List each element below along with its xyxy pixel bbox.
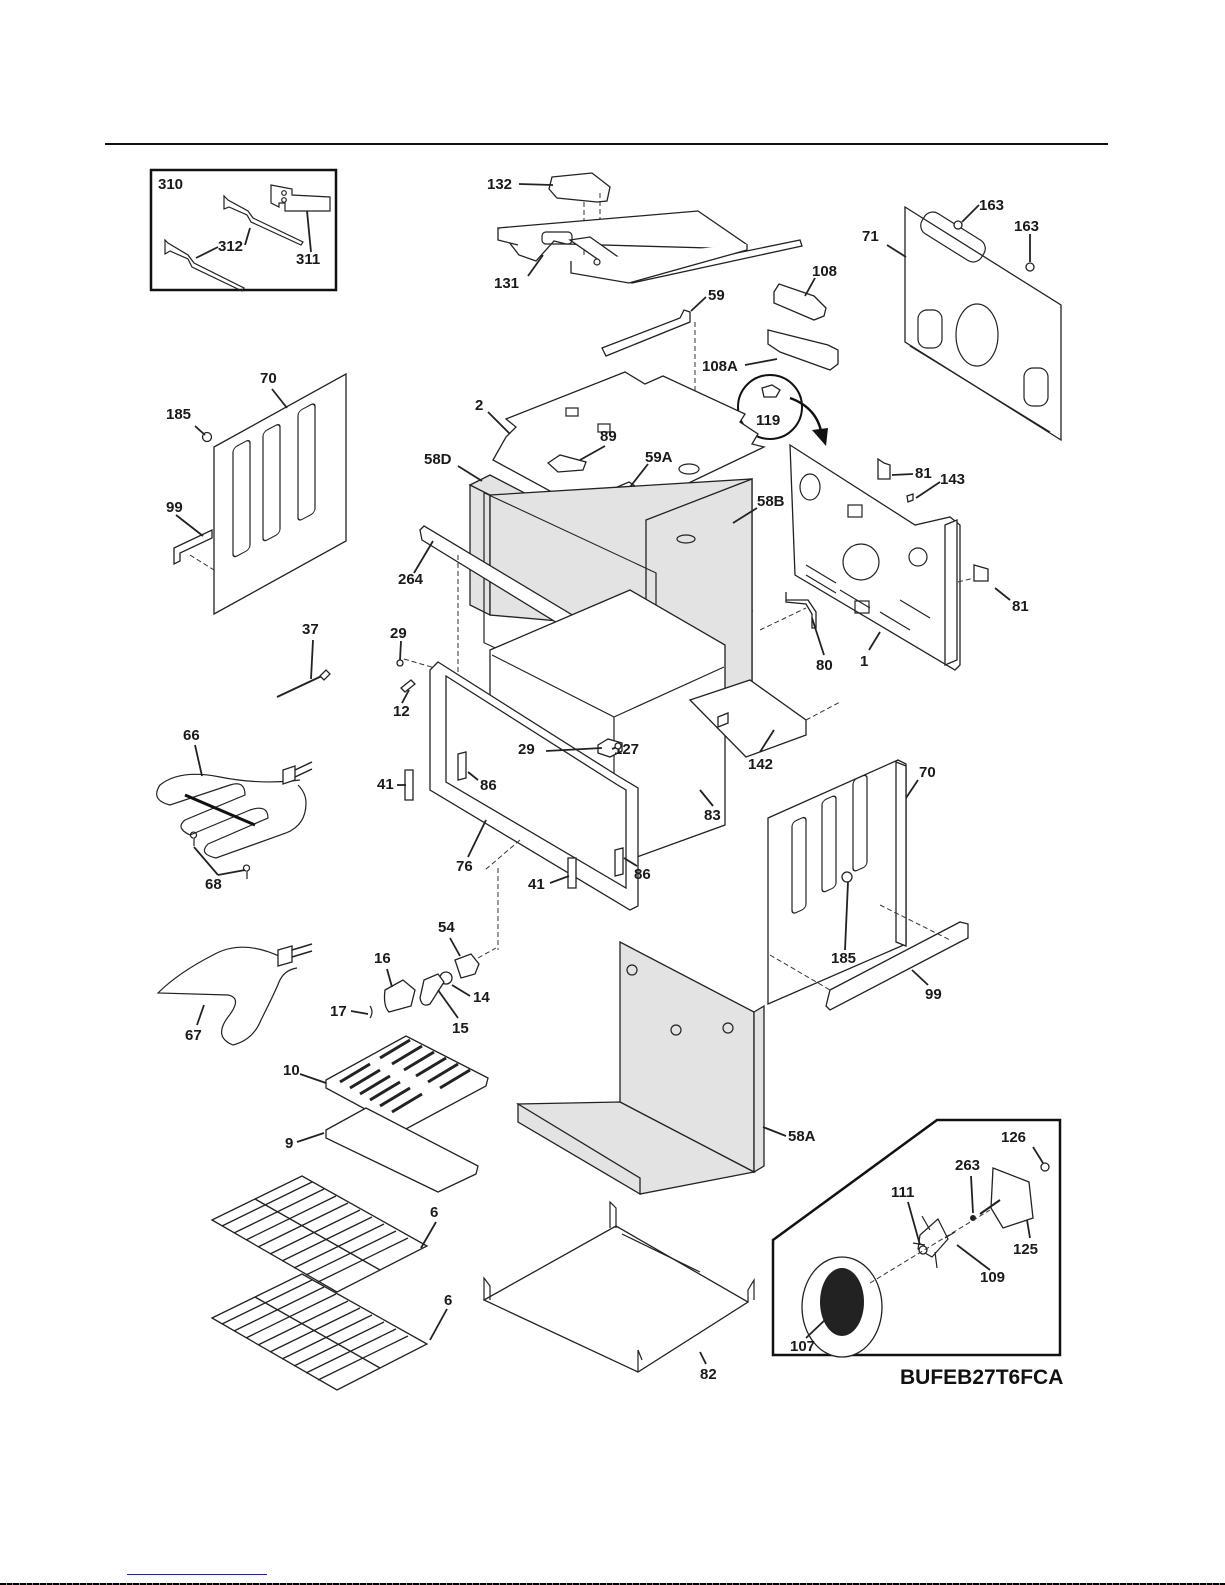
- part-label-80: 80: [816, 657, 833, 674]
- part-lamp-assembly: 54 16 14 17 15: [330, 919, 496, 1037]
- part-label-82: 82: [700, 1366, 717, 1383]
- part-label-29b: 29: [518, 741, 535, 758]
- part-label-29a: 29: [390, 625, 407, 642]
- part-label-15: 15: [452, 1020, 469, 1037]
- part-label-58A: 58A: [788, 1128, 816, 1145]
- part-37-oven-sensor: 37: [277, 621, 330, 697]
- part-70-side-panel-right: 70 185 99: [768, 760, 968, 1010]
- part-label-81a: 81: [915, 465, 932, 482]
- model-number: BUFEB27T6FCA: [900, 1366, 1063, 1389]
- part-label-10: 10: [283, 1062, 300, 1079]
- part-label-81b: 81: [1012, 598, 1029, 615]
- part-label-6a: 6: [430, 1204, 438, 1221]
- part-label-6b: 6: [444, 1292, 452, 1309]
- part-label-14: 14: [473, 989, 490, 1006]
- part-label-108: 108: [812, 263, 837, 280]
- part-67-bake-element: 67: [158, 944, 312, 1045]
- part-6-oven-rack-lower: 6: [212, 1274, 452, 1390]
- part-label-264: 264: [398, 571, 424, 588]
- part-label-312: 312: [218, 238, 243, 255]
- inset-convection-fan: 126 263 111 125 109 107: [773, 1120, 1060, 1357]
- part-label-263: 263: [955, 1157, 980, 1174]
- part-label-311: 311: [296, 251, 320, 268]
- footer-link-underline[interactable]: [127, 1574, 267, 1575]
- part-10-broiler-grid: 10: [283, 1036, 488, 1130]
- part-1-rear-frame: 81 143 81 80 1: [760, 445, 1029, 674]
- part-label-59A: 59A: [645, 449, 673, 466]
- part-label-59: 59: [708, 287, 725, 304]
- part-label-41b: 41: [528, 876, 545, 893]
- part-66-broil-element: 66 68: [157, 727, 312, 893]
- part-label-109: 109: [980, 1269, 1005, 1286]
- part-label-17: 17: [330, 1003, 347, 1020]
- part-label-142: 142: [748, 756, 773, 773]
- part-label-9: 9: [285, 1135, 293, 1152]
- part-label-12: 12: [393, 703, 410, 720]
- part-label-76: 76: [456, 858, 473, 875]
- part-label-2: 2: [475, 397, 483, 414]
- part-label-70b: 70: [919, 764, 936, 781]
- part-label-83: 83: [704, 807, 721, 824]
- part-label-119: 119: [756, 412, 780, 429]
- part-label-89: 89: [600, 428, 617, 445]
- part-label-68: 68: [205, 876, 222, 893]
- part-label-132: 132: [487, 176, 512, 193]
- part-label-107: 107: [790, 1338, 815, 1355]
- part-label-143: 143: [940, 471, 965, 488]
- part-label-86a: 86: [480, 777, 497, 794]
- inset-rack-support: 310 312 311: [151, 170, 336, 291]
- part-label-99b: 99: [925, 986, 942, 1003]
- part-label-70a: 70: [260, 370, 277, 387]
- part-label-66: 66: [183, 727, 200, 744]
- part-label-108A: 108A: [702, 358, 738, 375]
- part-label-67: 67: [185, 1027, 202, 1044]
- part-label-86b: 86: [634, 866, 651, 883]
- part-label-185a: 185: [166, 406, 191, 423]
- part-label-125: 125: [1013, 1241, 1038, 1258]
- part-label-16: 16: [374, 950, 391, 967]
- part-label-131: 131: [494, 275, 519, 292]
- part-label-185b: 185: [831, 950, 856, 967]
- part-label-163b: 163: [1014, 218, 1039, 235]
- part-label-54: 54: [438, 919, 455, 936]
- part-131-top-cover: 132 131: [487, 173, 802, 292]
- part-label-99a: 99: [166, 499, 183, 516]
- part-70-side-panel-left: 70 185 99: [166, 370, 346, 614]
- part-9-broiler-pan: 9: [285, 1108, 478, 1192]
- part-label-1: 1: [860, 653, 868, 670]
- part-label-126: 126: [1001, 1129, 1026, 1146]
- part-label-310: 310: [158, 176, 183, 193]
- part-71-rear-panel: 163 163 71: [862, 197, 1061, 440]
- part-82-bottom-tray: 82: [484, 1202, 754, 1383]
- part-label-71: 71: [862, 228, 879, 245]
- part-label-58D: 58D: [424, 451, 452, 468]
- part-label-37: 37: [302, 621, 319, 638]
- part-label-58B: 58B: [757, 493, 785, 510]
- part-label-41a: 41: [377, 776, 394, 793]
- part-label-163a: 163: [979, 197, 1004, 214]
- part-label-111: 111: [891, 1184, 914, 1201]
- part-29-12-fasteners: 29 12: [390, 625, 435, 720]
- part-6-oven-rack-upper: 6: [212, 1176, 438, 1292]
